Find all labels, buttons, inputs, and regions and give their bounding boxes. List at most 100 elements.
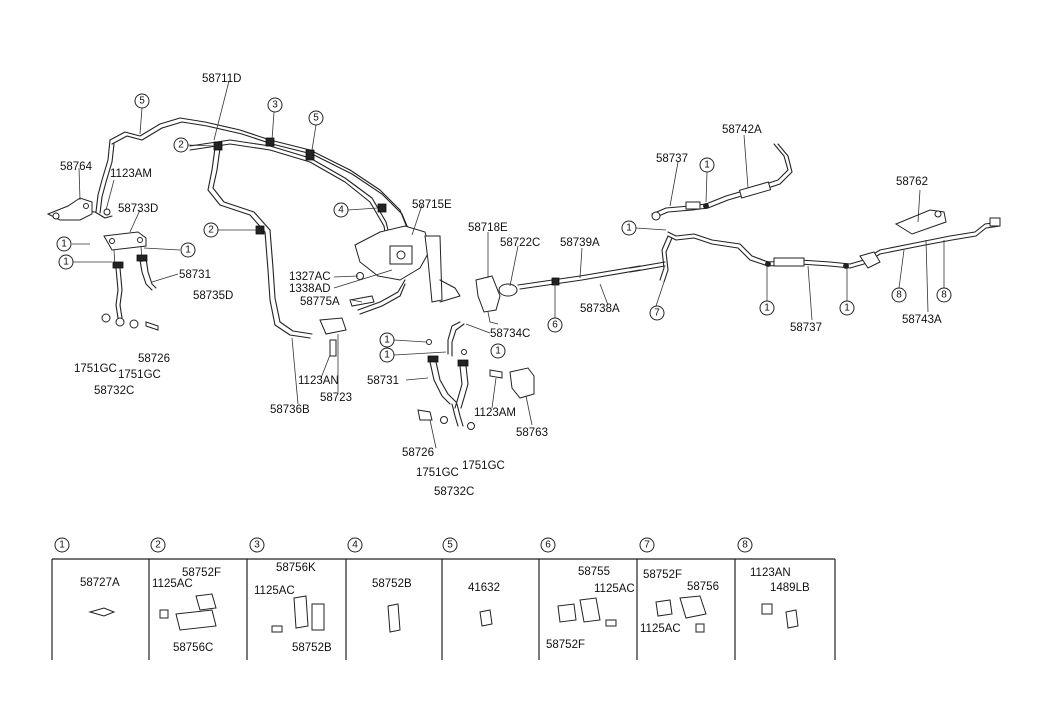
callout-1-centre-b: 1 — [379, 347, 395, 363]
detail-legend-table: 1 58727A 2 58752F 1125AC 58756C 3 58756K… — [51, 537, 836, 660]
label-58736b: 58736B — [270, 404, 310, 416]
svg-text:1: 1 — [185, 245, 191, 256]
legend-7-part-0: 58752F — [643, 569, 682, 581]
label-1123am-centre: 1123AM — [474, 407, 516, 419]
callout-1-right-b: 1 — [699, 157, 715, 173]
svg-text:5: 5 — [447, 540, 453, 551]
bolt-1751gc-c — [440, 416, 448, 424]
clamp-4 — [377, 203, 387, 213]
bracket-58764 — [46, 197, 93, 221]
bolt-1751gc-a — [101, 313, 111, 323]
callout-8-a: 8 — [891, 287, 907, 303]
clamp-58752b-icon — [311, 603, 325, 631]
callout-5-top-left: 5 — [134, 93, 150, 109]
svg-text:1: 1 — [61, 239, 67, 250]
label-58731-centre: 58731 — [367, 375, 399, 387]
legend-8-part-1: 1489LB — [770, 582, 810, 594]
svg-text:1: 1 — [844, 303, 850, 314]
callout-6: 6 — [547, 317, 563, 333]
legend-2-part-0: 58752F — [182, 567, 221, 579]
label-58735d: 58735D — [193, 290, 233, 302]
callout-4: 4 — [333, 202, 349, 218]
front-brake-line-bundle — [69, 117, 413, 339]
callout-2-lower: 2 — [203, 222, 219, 238]
bolt-58726-a — [145, 321, 159, 331]
svg-text:1: 1 — [384, 350, 390, 361]
svg-text:5: 5 — [139, 96, 145, 107]
legend-8-part-0: 1123AN — [750, 567, 791, 579]
callout-8-b: 8 — [936, 287, 952, 303]
legend-7-part-1: 58756 — [687, 581, 719, 593]
svg-text:5: 5 — [313, 113, 319, 124]
legend-4-part-0: 58752B — [372, 578, 412, 590]
bolt-1123am-centre — [489, 369, 503, 379]
legend-6-part-1: 1125AC — [594, 583, 635, 595]
label-58742a: 58742A — [722, 124, 762, 136]
grommet-41632-icon — [479, 609, 493, 627]
svg-text:3: 3 — [272, 100, 278, 111]
label-1751gc-c: 1751GC — [416, 467, 459, 479]
bolt-1751gc-d — [467, 422, 475, 430]
callout-1-centre-c: 1 — [490, 343, 506, 359]
label-58722c: 58722C — [500, 237, 540, 249]
clamp-58752f-icon — [195, 593, 217, 611]
svg-text:7: 7 — [654, 308, 660, 319]
label-1123an: 1123AN — [298, 375, 339, 387]
washer-58726-b — [417, 409, 433, 421]
clamp-2-upper — [213, 141, 223, 151]
svg-text:2: 2 — [178, 140, 184, 151]
legend-cell-4: 4 58752B — [347, 537, 412, 633]
label-58737-lower: 58737 — [790, 322, 822, 334]
rear-brake-lines — [517, 261, 666, 290]
legend-cell-5: 5 41632 — [442, 537, 500, 627]
label-1751gc-b: 1751GC — [118, 369, 161, 381]
legend-cell-7: 7 58752F 58756 1125AC — [639, 537, 719, 635]
clamp-3-upper — [265, 137, 275, 147]
svg-text:2: 2 — [208, 225, 214, 236]
callout-markers: 5 3 5 2 2 4 1 1 1 1 1 1 6 7 1 1 1 1 8 8 — [56, 93, 952, 363]
callout-2-upper: 2 — [173, 137, 189, 153]
label-58731-left: 58731 — [179, 269, 211, 281]
clip-58727a-icon — [88, 607, 116, 617]
clamp-58756-icon — [679, 595, 707, 619]
legend-5-part-0: 41632 — [468, 582, 500, 594]
label-58737-upper: 58737 — [656, 153, 688, 165]
svg-text:1: 1 — [59, 540, 65, 551]
legend-3-part-2: 58752B — [292, 642, 332, 654]
legend-cell-3: 3 58756K 1125AC 58752B — [249, 537, 332, 654]
legend-6-part-2: 58752F — [546, 639, 585, 651]
legend-cell-2: 2 58752F 1125AC 58756C — [150, 537, 221, 654]
rear-hose-assembly — [417, 321, 475, 430]
clamp-58752f-6-icon — [557, 603, 577, 623]
label-58764: 58764 — [60, 161, 93, 173]
svg-text:3: 3 — [254, 540, 260, 551]
label-58723: 58723 — [320, 392, 352, 404]
svg-text:4: 4 — [338, 205, 344, 216]
label-58775a: 58775A — [300, 296, 340, 308]
callout-1-right-d: 1 — [839, 300, 855, 316]
washer-58726-a — [129, 319, 139, 329]
bolt-1123an-icon — [761, 603, 773, 615]
legend-3-part-1: 1125AC — [254, 585, 295, 597]
svg-text:1: 1 — [626, 223, 632, 234]
callout-1-left-b: 1 — [58, 254, 74, 270]
svg-text:1: 1 — [704, 160, 710, 171]
clamp-58756k-icon — [293, 595, 309, 629]
svg-text:7: 7 — [644, 540, 650, 551]
legend-6-part-0: 58755 — [578, 566, 610, 578]
clamp-58755-icon — [579, 597, 601, 623]
label-58718e: 58718E — [468, 222, 508, 234]
clip-58718e — [475, 275, 501, 325]
label-58738a: 58738A — [580, 303, 620, 315]
label-1338ad: 1338AD — [289, 283, 331, 295]
label-58726-left: 58726 — [138, 353, 170, 365]
callout-1-right-c: 1 — [759, 300, 775, 316]
label-58726-centre: 58726 — [402, 447, 434, 459]
svg-text:4: 4 — [352, 540, 358, 551]
svg-text:8: 8 — [941, 290, 947, 301]
grommet-58722c — [498, 283, 518, 297]
bracket-58775a — [349, 295, 375, 307]
callout-1-left-c: 1 — [180, 242, 196, 258]
clamp-58752f-7-icon — [655, 599, 673, 617]
